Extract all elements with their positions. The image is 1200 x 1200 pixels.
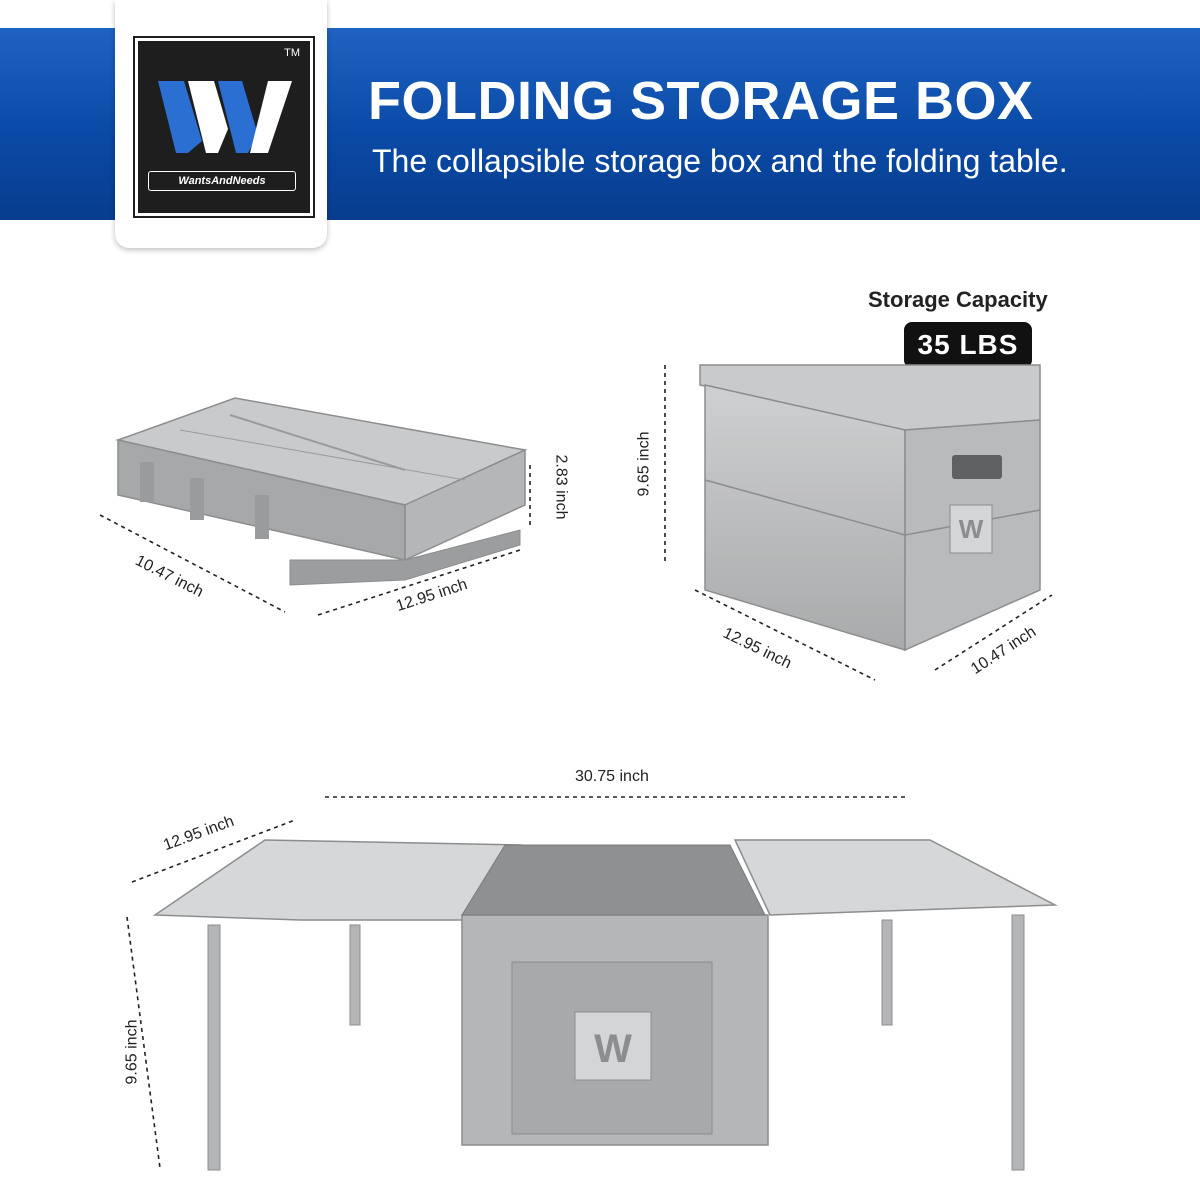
page-subtitle: The collapsible storage box and the fold… — [372, 143, 1068, 179]
folded-height-label: 2.83 inch — [552, 454, 570, 520]
assembled-box-image: W — [699, 364, 1041, 652]
capacity-badge: 35 LBS — [904, 322, 1032, 368]
dimension-lines — [99, 365, 1053, 1169]
brand-logo-card: TM WantsAndNeeds — [115, 0, 327, 248]
page-title: FOLDING STORAGE BOX — [368, 71, 1034, 131]
folding-table-image: W — [152, 839, 1058, 1171]
table-height-label: 9.65 inch — [123, 1019, 141, 1085]
table-length-label: 30.75 inch — [575, 768, 649, 785]
folded-box-image — [115, 397, 528, 586]
svg-text:W: W — [594, 1027, 632, 1071]
brand-logo: TM WantsAndNeeds — [133, 36, 315, 218]
svg-text:W: W — [959, 514, 984, 544]
trademark-mark: TM — [284, 47, 300, 59]
w-logo-icon — [158, 81, 292, 153]
assembled-height-label: 9.65 inch — [635, 431, 653, 497]
capacity-label: Storage Capacity — [868, 287, 1048, 312]
brand-name: WantsAndNeeds — [148, 171, 296, 191]
